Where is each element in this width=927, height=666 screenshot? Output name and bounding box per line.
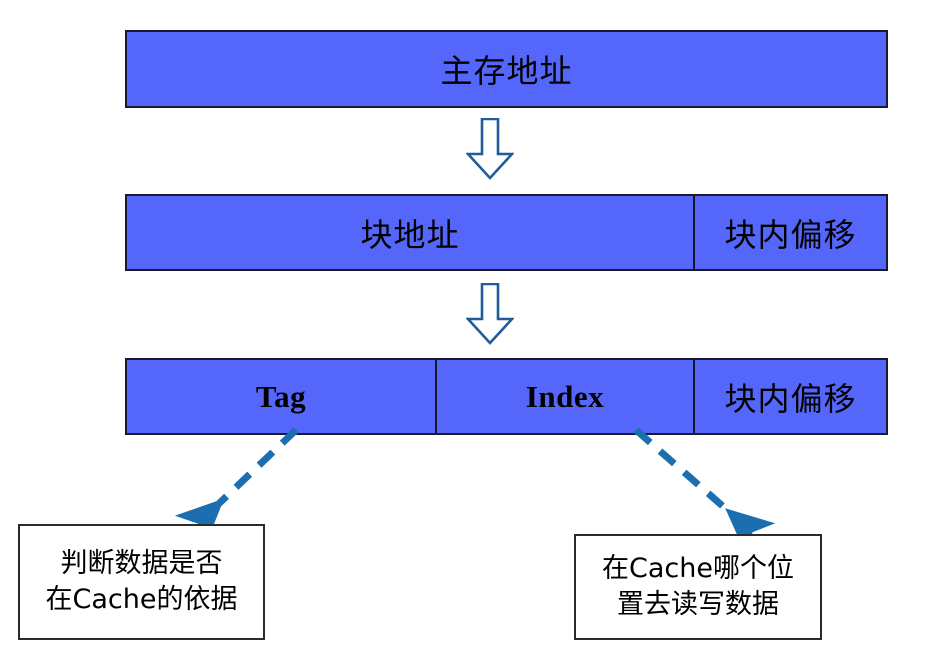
block-split-bar: 块地址 块内偏移 (125, 194, 888, 271)
main-address-bar: 主存地址 (125, 30, 888, 108)
cell-tag: Tag (255, 378, 307, 414)
cell-block-offset: 块内偏移 (693, 196, 886, 269)
cell-main-address: 主存地址 (440, 52, 573, 90)
cell-block-address: 块地址 (360, 215, 460, 254)
note-index-line-1: 在Cache哪个位 (602, 553, 794, 585)
cell-block-offset-2: 块内偏移 (693, 360, 886, 433)
block-arrow-down-icon-2 (465, 282, 515, 345)
note-box-tag: 判断数据是否 在Cache的依据 (18, 524, 265, 640)
note-box-index: 在Cache哪个位 置去读写数据 (574, 534, 822, 640)
cell-index: Index (435, 360, 693, 433)
note-index-line-2: 置去读写数据 (617, 589, 779, 620)
dashed-arrow-index (633, 427, 776, 556)
dashed-arrow-tag (174, 427, 299, 548)
note-tag-line-1: 判断数据是否 (60, 548, 223, 580)
field-split-bar: Tag Index 块内偏移 (125, 358, 888, 435)
block-arrow-down-icon-1 (465, 117, 515, 180)
note-tag-line-2: 在Cache的依据 (45, 584, 238, 615)
